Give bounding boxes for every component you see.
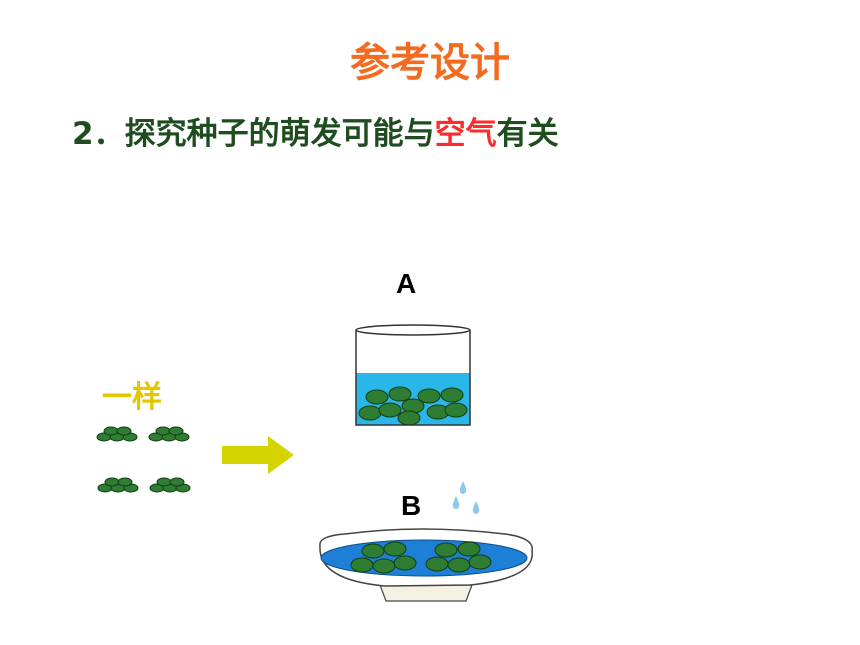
seed-pile	[149, 477, 191, 493]
dish-b	[319, 528, 533, 602]
arrow-right-icon	[222, 436, 294, 474]
beaker-a	[355, 324, 471, 426]
slide-subtitle: 2．探究种子的萌发可能与空气有关	[72, 108, 559, 153]
seed-pile	[148, 426, 190, 442]
seed-pile	[97, 477, 139, 493]
label-b: B	[401, 490, 422, 521]
label-same: 一样	[102, 380, 162, 415]
label-a: A	[396, 268, 417, 299]
slide-title: 参考设计	[350, 40, 510, 86]
subtitle-highlight: 空气	[434, 116, 497, 152]
subtitle-prefix: 2．探究种子的萌发可能与	[72, 116, 435, 152]
seed-piles	[96, 426, 191, 493]
subtitle-suffix: 有关	[496, 116, 559, 152]
seeds-in-dish	[350, 541, 492, 574]
seed-pile	[96, 426, 138, 442]
seeds-in-beaker	[358, 386, 468, 426]
water-drops-icon	[452, 481, 480, 514]
